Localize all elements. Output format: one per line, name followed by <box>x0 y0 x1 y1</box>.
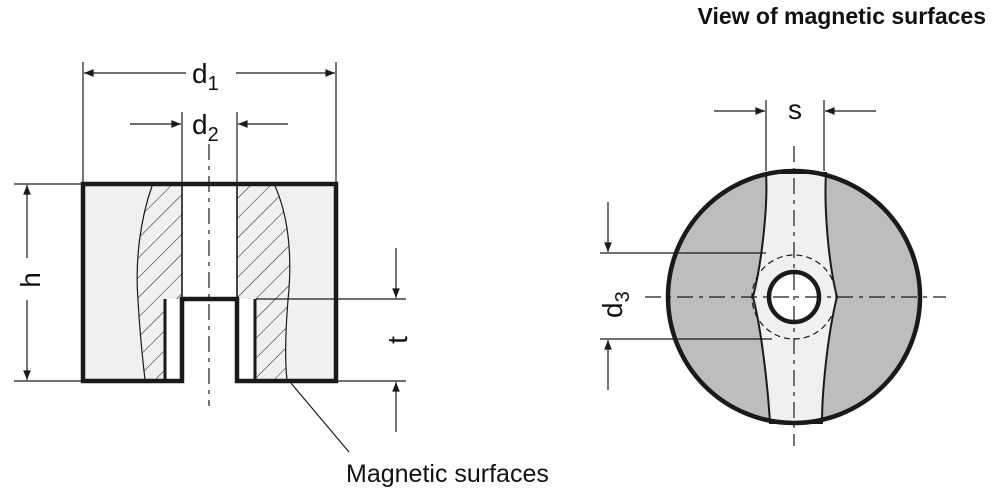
callout-label: Magnetic surfaces <box>346 460 549 488</box>
d1-label: d1 <box>192 58 219 95</box>
dimension-d2: d2 <box>130 109 288 182</box>
page-title: View of magnetic surfaces <box>698 3 986 29</box>
dimension-t: t <box>256 248 413 432</box>
front-view <box>645 146 946 446</box>
dimension-h: h <box>14 183 81 382</box>
break-line-right <box>274 185 291 381</box>
dimension-s: s <box>714 94 876 171</box>
d2-label: d2 <box>192 109 219 146</box>
t-label: t <box>382 336 413 344</box>
d3-label: d3 <box>597 291 634 318</box>
h-label: h <box>15 272 46 288</box>
hatched-section-right <box>237 186 290 380</box>
hatched-section-left <box>137 186 182 380</box>
side-section-view <box>80 144 339 406</box>
dimension-d3: d3 <box>597 202 772 390</box>
s-label: s <box>788 94 802 125</box>
bottom-recess <box>165 299 255 381</box>
break-line-left <box>136 185 153 381</box>
dimension-d1: d1 <box>82 58 337 182</box>
magnetic-surfaces-callout: Magnetic surfaces <box>289 381 549 488</box>
